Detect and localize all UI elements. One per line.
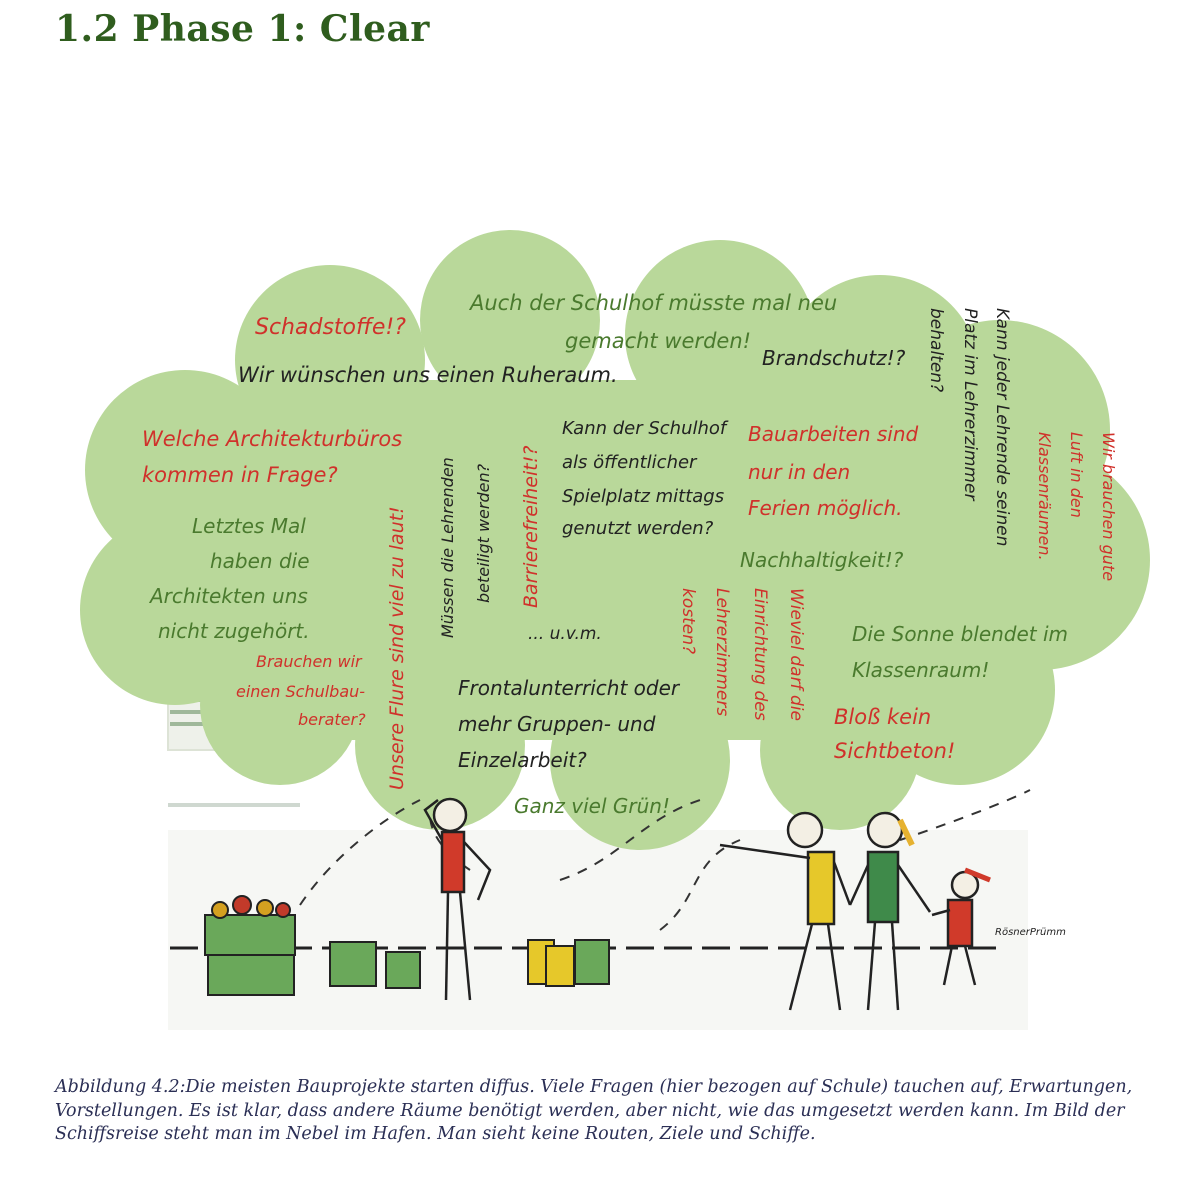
- cloud-text-kosten-1: Wieviel darf die: [786, 588, 806, 721]
- cloud-text-bauarbeiten-2: nur in den: [748, 460, 851, 484]
- cloud-text-lehrerzimmer-2: Platz im Lehrerzimmer: [960, 308, 980, 501]
- artist-signature: RösnerPrümm: [995, 927, 1066, 938]
- cloud-text-spielplatz-2: als öffentlicher: [562, 452, 697, 473]
- cloud-text-gruen: Ganz viel Grün!: [514, 794, 670, 818]
- cloud-text-schulbau-1: Brauchen wir: [256, 652, 362, 671]
- cloud-text-frontal-1: Frontalunterricht oder: [458, 676, 680, 700]
- cloud-text-spielplatz-3: Spielplatz mittags: [562, 486, 725, 507]
- cloud-text-nachhaltigkeit: Nachhaltigkeit!?: [740, 548, 904, 572]
- cloud-text-kosten-2: Einrichtung des: [750, 588, 770, 721]
- cloud-text-ruheraum: Wir wünschen uns einen Ruheraum.: [238, 363, 618, 387]
- cloud-text-letztes-4: nicht zugehört.: [158, 619, 310, 643]
- cloud-text-sichtbeton-2: Sichtbeton!: [834, 739, 956, 763]
- cloud-text-brandschutz: Brandschutz!?: [762, 346, 906, 370]
- cloud-text-schulhof-neu-1: Auch der Schulhof müsste mal neu: [470, 291, 838, 315]
- cloud-text-bauarbeiten-1: Bauarbeiten sind: [748, 422, 919, 446]
- cloud-text-kosten-3: Lehrerzimmers: [712, 588, 732, 717]
- cloud-text-lehrende-1: Müssen die Lehrenden: [438, 457, 457, 638]
- person-left: [423, 797, 492, 1001]
- person-middle: [848, 811, 932, 1011]
- cloud-text-lehrerzimmer-3: behalten?: [926, 308, 946, 393]
- cloud-text-schulbau-2: einen Schulbau-: [236, 682, 366, 701]
- cloud-text-schulhof-neu-2: gemacht werden!: [565, 329, 752, 353]
- cloud-text-sonne-2: Klassenraum!: [852, 658, 990, 682]
- cloud-text-sichtbeton-1: Bloß kein: [834, 705, 932, 729]
- cloud-text-uvm: ... u.v.m.: [528, 624, 602, 644]
- person-child: [931, 867, 991, 986]
- cloud-text-architektur-1: Welche Architekturbüros: [142, 427, 403, 451]
- cloud-text-letztes-1: Letztes Mal: [192, 514, 306, 538]
- figure-caption: Abbildung 4.2:Die meisten Bauprojekte st…: [55, 1077, 1133, 1145]
- cloud-text-kosten-4: kosten?: [678, 588, 698, 655]
- cloud-text-spielplatz-4: genutzt werden?: [562, 518, 714, 539]
- cloud-text-letztes-2: haben die: [210, 549, 310, 573]
- cloud-text-lehrende-2: beteiligt werden?: [474, 463, 493, 603]
- cloud-illustration: [80, 230, 1150, 1030]
- cloud-text-luft-3: Klassenräumen.: [1035, 432, 1054, 561]
- cloud-text-architektur-2: kommen in Frage?: [142, 463, 338, 487]
- cloud-text-barrierefreiheit: Barrierefreiheit!?: [520, 445, 542, 608]
- cloud-text-frontal-3: Einzelarbeit?: [458, 748, 587, 772]
- cloud-text-lehrerzimmer-1: Kann jeder Lehrende seinen: [992, 308, 1012, 547]
- cloud-text-bauarbeiten-3: Ferien möglich.: [748, 496, 903, 520]
- cloud-text-schulbau-3: berater?: [298, 710, 366, 729]
- thought-cloud: [80, 230, 1150, 850]
- person-pointing: [719, 811, 852, 1011]
- cloud-text-luft-2: Luft in den: [1067, 432, 1086, 518]
- section-heading: 1.2 Phase 1: Clear: [55, 8, 430, 50]
- cloud-text-luft-1: Wir brauchen gute: [1099, 432, 1118, 582]
- cloud-text-frontal-2: mehr Gruppen- und: [458, 712, 656, 736]
- cloud-text-spielplatz-1: Kann der Schulhof: [562, 418, 727, 439]
- cargo-items: [204, 895, 610, 996]
- cloud-text-letztes-3: Architekten uns: [150, 584, 308, 608]
- illustration-figure: Schadstoffe!? Auch der Schulhof müsste m…: [80, 230, 1150, 1030]
- cloud-text-sonne-1: Die Sonne blendet im: [852, 622, 1069, 646]
- cloud-text-schadstoffe: Schadstoffe!?: [255, 315, 406, 340]
- cloud-text-flure: Unsere Flure sind viel zu laut!: [386, 506, 408, 790]
